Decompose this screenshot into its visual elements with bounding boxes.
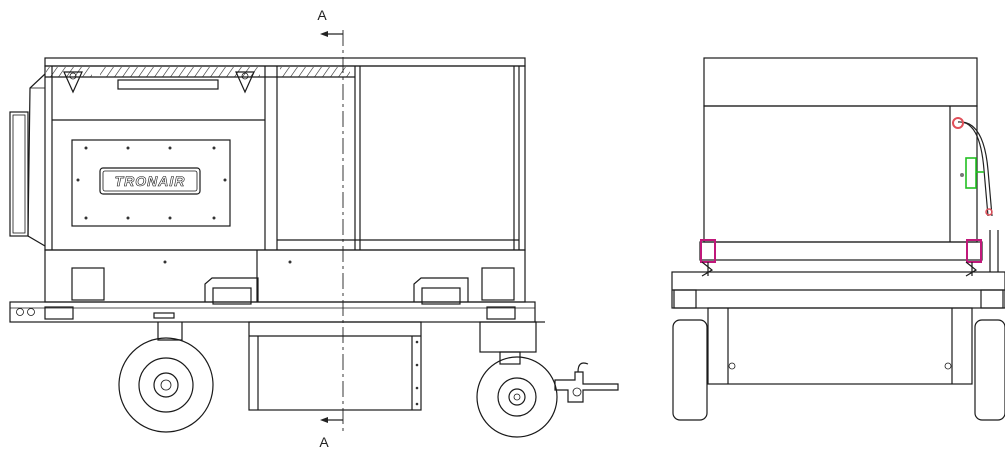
section-label-bottom: A: [319, 434, 329, 450]
end-elevation-view: [671, 57, 1005, 421]
side-elevation-view: TRONAIR: [9, 57, 619, 438]
panel-screws: [76, 146, 227, 220]
section-label-top: A: [317, 7, 327, 23]
brand-logo: TRONAIR: [115, 173, 186, 189]
section-line-a-a: A A: [317, 7, 344, 450]
